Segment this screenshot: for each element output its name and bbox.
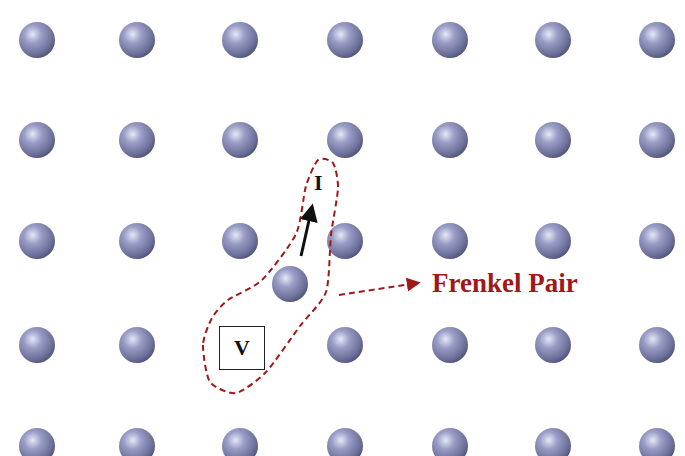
lattice-atom bbox=[639, 223, 675, 259]
lattice-atom bbox=[432, 327, 468, 363]
lattice-atom bbox=[535, 122, 571, 158]
lattice-atom bbox=[535, 223, 571, 259]
lattice-atom bbox=[535, 428, 571, 456]
lattice-atom bbox=[119, 122, 155, 158]
frenkel-pair-label: Frenkel Pair bbox=[432, 270, 578, 297]
lattice-atom bbox=[119, 428, 155, 456]
lattice-atom bbox=[535, 22, 571, 58]
lattice-atom bbox=[432, 122, 468, 158]
lattice-atom bbox=[327, 22, 363, 58]
lattice-atom bbox=[19, 122, 55, 158]
lattice-atom bbox=[222, 428, 258, 456]
lattice-atom bbox=[222, 22, 258, 58]
frenkel-outline bbox=[203, 159, 338, 393]
lattice-atom bbox=[19, 327, 55, 363]
lattice-atom bbox=[639, 122, 675, 158]
lattice-atom bbox=[327, 122, 363, 158]
lattice-atom bbox=[19, 428, 55, 456]
lattice-atom bbox=[119, 22, 155, 58]
lattice-atom bbox=[535, 327, 571, 363]
jump-arrow bbox=[301, 207, 312, 256]
lattice-atom bbox=[19, 223, 55, 259]
lattice-atom bbox=[432, 22, 468, 58]
lattice-atom bbox=[272, 266, 308, 302]
lattice-atom bbox=[119, 223, 155, 259]
lattice-atom bbox=[639, 22, 675, 58]
lattice-atom bbox=[119, 327, 155, 363]
lattice-atom bbox=[639, 428, 675, 456]
lattice-atom bbox=[327, 327, 363, 363]
vacancy-label: V bbox=[234, 337, 250, 359]
vacancy-box: V bbox=[219, 326, 265, 370]
lattice-atom bbox=[432, 223, 468, 259]
lattice-atom bbox=[639, 327, 675, 363]
lattice-atom bbox=[432, 428, 468, 456]
lattice-atom bbox=[327, 428, 363, 456]
interstitial-label: I bbox=[314, 172, 323, 194]
lattice-atom bbox=[222, 223, 258, 259]
leader-arrow bbox=[339, 283, 418, 295]
lattice-atom bbox=[19, 22, 55, 58]
lattice-atom bbox=[222, 122, 258, 158]
lattice-atom bbox=[327, 223, 363, 259]
